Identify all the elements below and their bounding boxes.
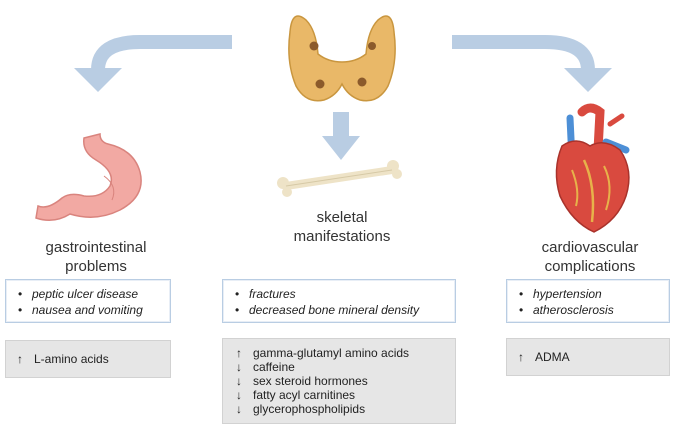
- marker-direction: ↑: [17, 352, 23, 366]
- gastro-markers-box: ↑ L-amino acids: [5, 340, 171, 378]
- cardio-markers-box: ↑ ADMA: [506, 338, 670, 376]
- marker-label: sex steroid hormones: [253, 374, 368, 388]
- marker-direction: ↓: [236, 402, 242, 416]
- marker-label: ADMA: [535, 350, 570, 364]
- cardio-symptoms-box: hypertension atherosclerosis: [506, 279, 670, 323]
- marker-direction: ↑: [236, 346, 242, 360]
- cardio-title: cardiovascular complications: [505, 238, 675, 276]
- list-item: hypertension: [519, 286, 661, 302]
- marker-row: ↑ L-amino acids: [6, 341, 170, 377]
- marker-label: gamma-glutamyl amino acids: [253, 346, 410, 360]
- skeletal-title-line1: skeletal: [316, 209, 368, 226]
- arrow-to-cardio-icon: [452, 35, 612, 92]
- gastro-title-line1: gastrointestinal: [45, 239, 147, 256]
- marker-label: glycerophospholipids: [253, 402, 366, 416]
- stomach-icon: [35, 133, 142, 221]
- list-item: decreased bone mineral density: [235, 302, 447, 318]
- marker-row: ↑ ADMA: [507, 339, 669, 375]
- cardio-title-line2: complications: [544, 258, 636, 275]
- marker-row: ↓ fatty acyl carnitines: [233, 388, 445, 402]
- skeletal-markers-box: ↑ gamma-glutamyl amino acids ↓ caffeine …: [222, 338, 456, 424]
- arrow-to-gastro-icon: [74, 35, 232, 92]
- cardio-title-line1: cardiovascular: [541, 239, 639, 256]
- list-item: fractures: [235, 286, 447, 302]
- marker-direction: ↓: [236, 374, 242, 388]
- bone-icon: [277, 160, 402, 197]
- heart-icon: [555, 103, 630, 233]
- marker-direction: ↑: [518, 350, 524, 364]
- skeletal-title-line2: manifestations: [293, 228, 391, 245]
- list-item: nausea and vomiting: [18, 302, 162, 318]
- marker-row: ↓ caffeine: [233, 360, 445, 374]
- gastro-title: gastrointestinal problems: [18, 238, 174, 276]
- marker-direction: ↓: [236, 388, 242, 402]
- gastro-symptoms-box: peptic ulcer disease nausea and vomiting: [5, 279, 171, 323]
- marker-label: L-amino acids: [34, 352, 109, 366]
- skeletal-symptoms-box: fractures decreased bone mineral density: [222, 279, 456, 323]
- skeletal-title: skeletal manifestations: [262, 208, 422, 246]
- marker-row: ↓ glycerophospholipids: [233, 402, 445, 416]
- marker-row: ↓ sex steroid hormones: [233, 374, 445, 388]
- marker-direction: ↓: [236, 360, 242, 374]
- gastro-title-line2: problems: [65, 258, 127, 275]
- list-item: atherosclerosis: [519, 302, 661, 318]
- list-item: peptic ulcer disease: [18, 286, 162, 302]
- arrow-to-skeletal-icon: [322, 112, 360, 160]
- marker-label: caffeine: [253, 360, 295, 374]
- thyroid-icon: [288, 15, 396, 102]
- marker-row: ↑ gamma-glutamyl amino acids: [233, 346, 445, 360]
- marker-label: fatty acyl carnitines: [253, 388, 356, 402]
